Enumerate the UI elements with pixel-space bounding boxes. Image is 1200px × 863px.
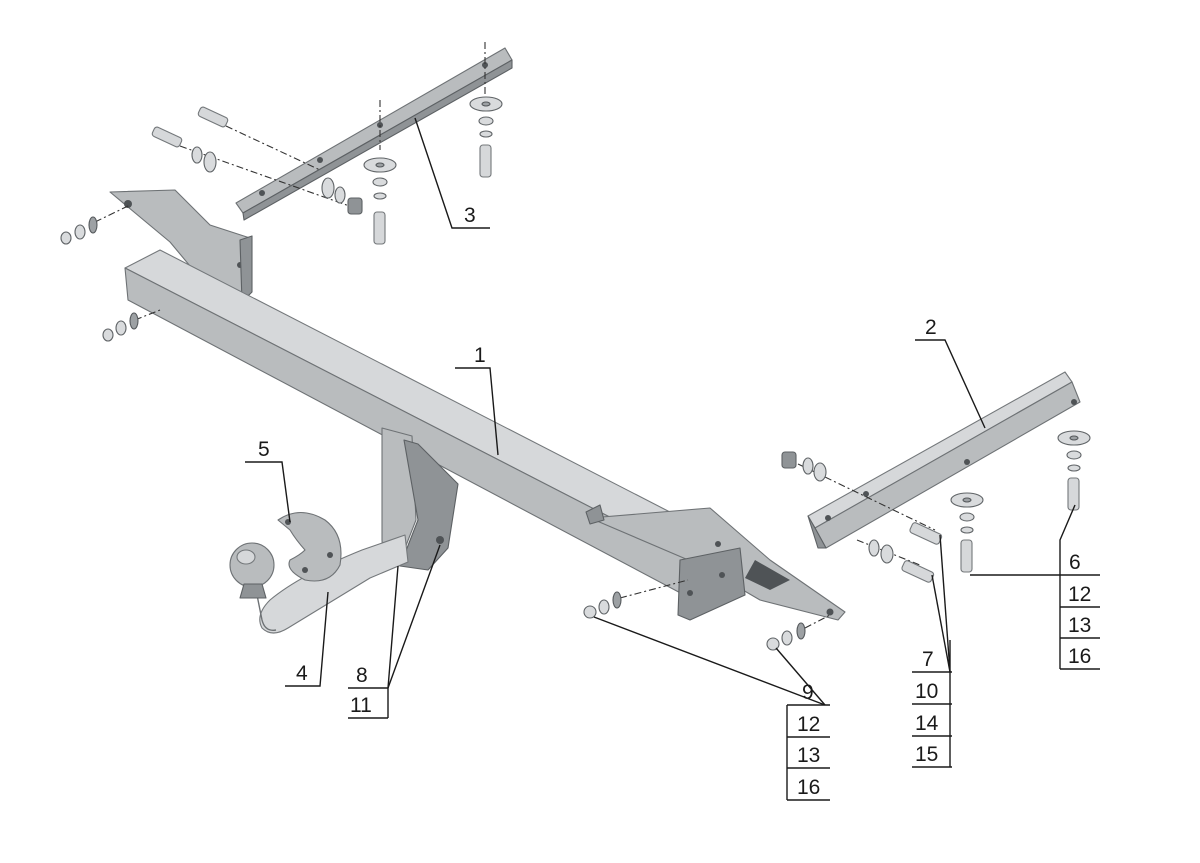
fasteners-3-vertical xyxy=(363,96,503,245)
callout-9-12: 12 xyxy=(797,713,820,736)
callout-5: 5 xyxy=(258,438,270,461)
callout-6-16: 16 xyxy=(1068,645,1091,668)
socket-plate-5 xyxy=(277,511,342,582)
bracket-2 xyxy=(807,371,1081,549)
callout-frames xyxy=(348,574,1100,801)
callout-8: 8 xyxy=(356,664,368,687)
fasteners-3-left xyxy=(151,106,363,215)
crossbar-1 xyxy=(109,189,846,621)
callout-9-13: 13 xyxy=(797,744,820,767)
callout-1: 1 xyxy=(474,344,486,367)
callout-10: 10 xyxy=(915,680,938,703)
callout-11: 11 xyxy=(350,694,372,717)
callout-3: 3 xyxy=(464,204,476,227)
leader-lines xyxy=(245,117,1076,706)
callout-7: 7 xyxy=(922,648,934,671)
callout-6-13: 13 xyxy=(1068,614,1091,637)
bracket-3 xyxy=(235,42,513,221)
callout-9-16: 16 xyxy=(797,776,820,799)
callout-14: 14 xyxy=(915,712,939,735)
tow-ball-4 xyxy=(229,534,409,634)
callout-2: 2 xyxy=(925,316,937,339)
callout-labels: 1 2 3 4 5 6 12 13 16 7 10 14 15 8 11 9 1… xyxy=(258,204,1091,799)
callout-4: 4 xyxy=(296,662,308,685)
fasteners-2 xyxy=(781,430,1091,583)
callout-9: 9 xyxy=(802,681,814,704)
fasteners-1-left xyxy=(60,204,161,342)
fasteners-1-right xyxy=(583,579,831,651)
callout-6-12: 12 xyxy=(1068,583,1091,606)
callout-6: 6 xyxy=(1069,551,1081,574)
callout-15: 15 xyxy=(915,743,938,766)
